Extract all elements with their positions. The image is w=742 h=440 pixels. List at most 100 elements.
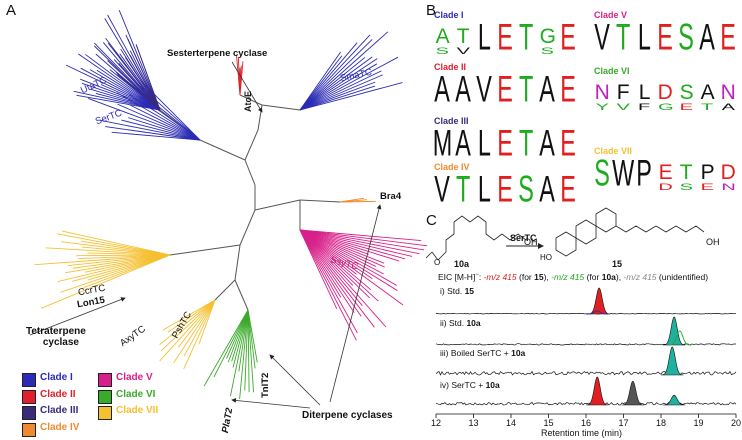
legend-swatch bbox=[22, 390, 36, 404]
clade1-branch bbox=[129, 104, 201, 141]
tree-trunk-branch bbox=[239, 209, 256, 246]
tree-trunk-branch bbox=[239, 94, 263, 106]
clade3-branch bbox=[117, 73, 161, 111]
clade1-branch bbox=[77, 53, 161, 111]
clade7-branch bbox=[41, 254, 171, 309]
clade7-branch bbox=[64, 254, 171, 274]
legend-swatch bbox=[98, 390, 112, 404]
clade5-branch bbox=[299, 229, 422, 242]
eic-red-compound: 15 bbox=[534, 272, 544, 282]
logo-position: E bbox=[558, 20, 579, 57]
logo-letter: L bbox=[477, 123, 492, 165]
clade5-branch bbox=[299, 229, 420, 255]
eic-part1: : bbox=[478, 272, 484, 282]
clade1-branch bbox=[105, 126, 201, 141]
clade1-branch bbox=[299, 81, 376, 111]
logo-letter: T bbox=[519, 69, 534, 111]
trace-label-compound: 10a bbox=[485, 380, 500, 390]
logo-letter: E bbox=[679, 102, 694, 113]
logo-letter: E bbox=[497, 69, 514, 111]
clade7-branch bbox=[159, 299, 216, 362]
cooh-left: OH bbox=[524, 237, 538, 247]
logo-letter: V bbox=[476, 69, 493, 111]
clade1-branch bbox=[299, 58, 378, 111]
tree-trunk-branch bbox=[169, 244, 241, 256]
logo-letter: S bbox=[678, 17, 695, 59]
logo-letter: V bbox=[456, 46, 471, 57]
x-axis-label: Retention time (min) bbox=[541, 428, 623, 438]
logo-letter: T bbox=[519, 123, 534, 165]
legend-label: Clade I bbox=[40, 372, 73, 383]
clade5-branch bbox=[299, 229, 357, 341]
clade1-branch bbox=[299, 63, 378, 111]
logo-letter: N bbox=[721, 182, 736, 193]
clade1-branch bbox=[299, 56, 399, 111]
logo-position: E bbox=[718, 20, 739, 57]
clade5-branch bbox=[299, 229, 398, 291]
chromatogram-peak bbox=[662, 394, 686, 406]
legend-label: Clade IV bbox=[40, 422, 80, 433]
logo-letter: E bbox=[658, 160, 673, 185]
logo-position: T bbox=[516, 20, 537, 57]
logo-letter: E bbox=[497, 17, 514, 59]
trace-baseline bbox=[435, 343, 736, 346]
clade7-branch bbox=[45, 247, 171, 256]
product-chain bbox=[615, 225, 705, 233]
x-tick-label: 16 bbox=[581, 418, 592, 428]
clade1-branch bbox=[88, 98, 201, 141]
logo-position: T bbox=[516, 123, 537, 165]
tree-trunk-branch bbox=[214, 279, 236, 301]
clade5-branch bbox=[299, 229, 400, 262]
logo-letter: S bbox=[435, 46, 450, 57]
clade1-branch bbox=[116, 92, 201, 141]
clade1-branch bbox=[299, 82, 403, 111]
clade3-branch bbox=[129, 55, 161, 111]
clade5-branch bbox=[299, 229, 404, 306]
trace-baseline bbox=[435, 401, 737, 406]
trace-label: iii) Boiled SerTC + 10a bbox=[440, 348, 525, 358]
clade7-branch bbox=[57, 233, 171, 256]
clade5-branch bbox=[299, 229, 428, 247]
logo-clade-label: Clade III bbox=[434, 116, 469, 126]
logo-letter: T bbox=[616, 17, 631, 59]
logo-letter: N bbox=[720, 80, 737, 105]
clade5-branch bbox=[299, 229, 379, 302]
x-tick-label: 18 bbox=[656, 418, 667, 428]
logo-letter: S bbox=[679, 182, 694, 193]
legend-label: Clade VI bbox=[116, 389, 156, 400]
logo-letter: E bbox=[497, 123, 514, 165]
clade1-branch bbox=[73, 90, 161, 111]
logo-letter: G bbox=[657, 102, 674, 113]
logo-letter: L bbox=[637, 17, 652, 59]
logo-position: A bbox=[537, 72, 558, 109]
clade1-branch bbox=[299, 39, 373, 111]
logo-letter: L bbox=[477, 169, 492, 211]
clade5-branch bbox=[299, 229, 358, 334]
logo-letter: T bbox=[701, 102, 714, 113]
logo-position: A bbox=[453, 126, 474, 163]
logo-letter: A bbox=[700, 80, 715, 105]
logo-letter: S bbox=[518, 169, 535, 211]
eic-end: ), bbox=[615, 272, 624, 282]
logo-position: L bbox=[474, 20, 495, 57]
trace-baseline bbox=[435, 370, 737, 376]
logo-clade-label: Clade VII bbox=[594, 146, 633, 156]
legend-label: Clade VII bbox=[116, 405, 159, 416]
clade1-branch bbox=[128, 117, 201, 141]
logo-letter: M bbox=[432, 123, 453, 165]
logo-letter: T bbox=[457, 24, 470, 49]
tree-trunk-branch bbox=[244, 129, 259, 161]
clade5-branch bbox=[299, 229, 406, 260]
logo-position: L bbox=[474, 169, 495, 211]
clade1-branch bbox=[299, 74, 383, 111]
logo-position: E bbox=[558, 72, 579, 109]
eic-gray: -m/z 415 bbox=[623, 272, 657, 282]
